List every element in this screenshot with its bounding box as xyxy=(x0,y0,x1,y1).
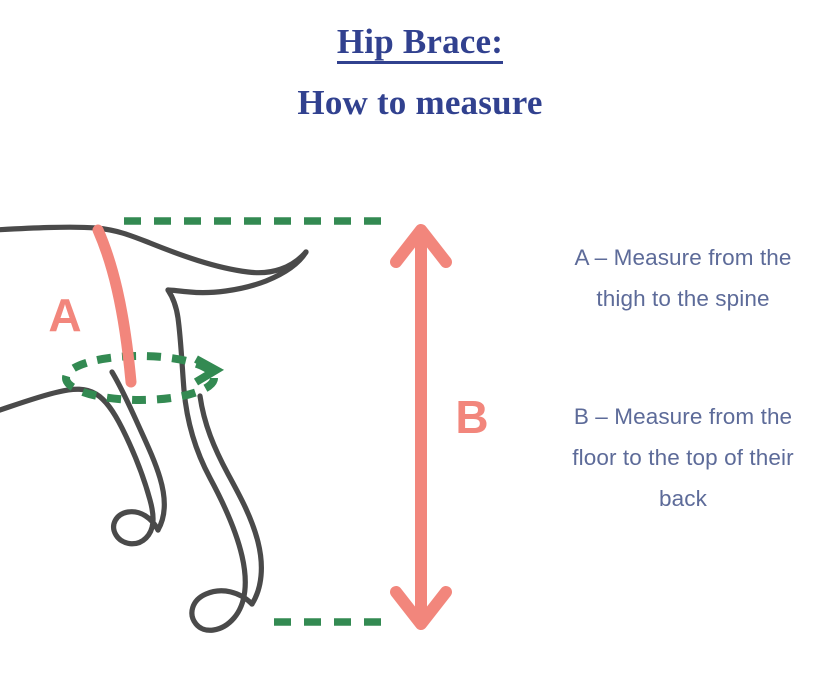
dog-hind-leg-near-front xyxy=(0,386,161,547)
page-title-primary: Hip Brace: xyxy=(336,24,504,64)
caption-measurement-a: A – Measure from the thigh to the spine xyxy=(574,245,792,311)
dog-rump-outline xyxy=(165,287,255,633)
title-block: Hip Brace: How to measure xyxy=(0,24,840,120)
measurement-b-arrowhead-bottom-icon xyxy=(390,586,452,630)
dog-tail-outline xyxy=(165,249,309,296)
measurement-a-label: A xyxy=(48,289,81,341)
page-title-secondary: How to measure xyxy=(297,83,543,122)
measurement-b-arrowhead-top-icon xyxy=(390,224,452,268)
caption-measurement-b: B – Measure from the floor to the top of… xyxy=(572,404,794,511)
thigh-circumference-arrowhead-icon xyxy=(193,355,225,386)
dog-hind-leg-near-back xyxy=(109,369,167,533)
measurement-a-line xyxy=(92,224,137,388)
dog-back-outline xyxy=(0,224,309,276)
thigh-circumference-ellipse xyxy=(62,352,218,404)
dog-hind-leg-far-outline xyxy=(197,393,264,607)
measurement-b-label: B xyxy=(455,391,488,443)
